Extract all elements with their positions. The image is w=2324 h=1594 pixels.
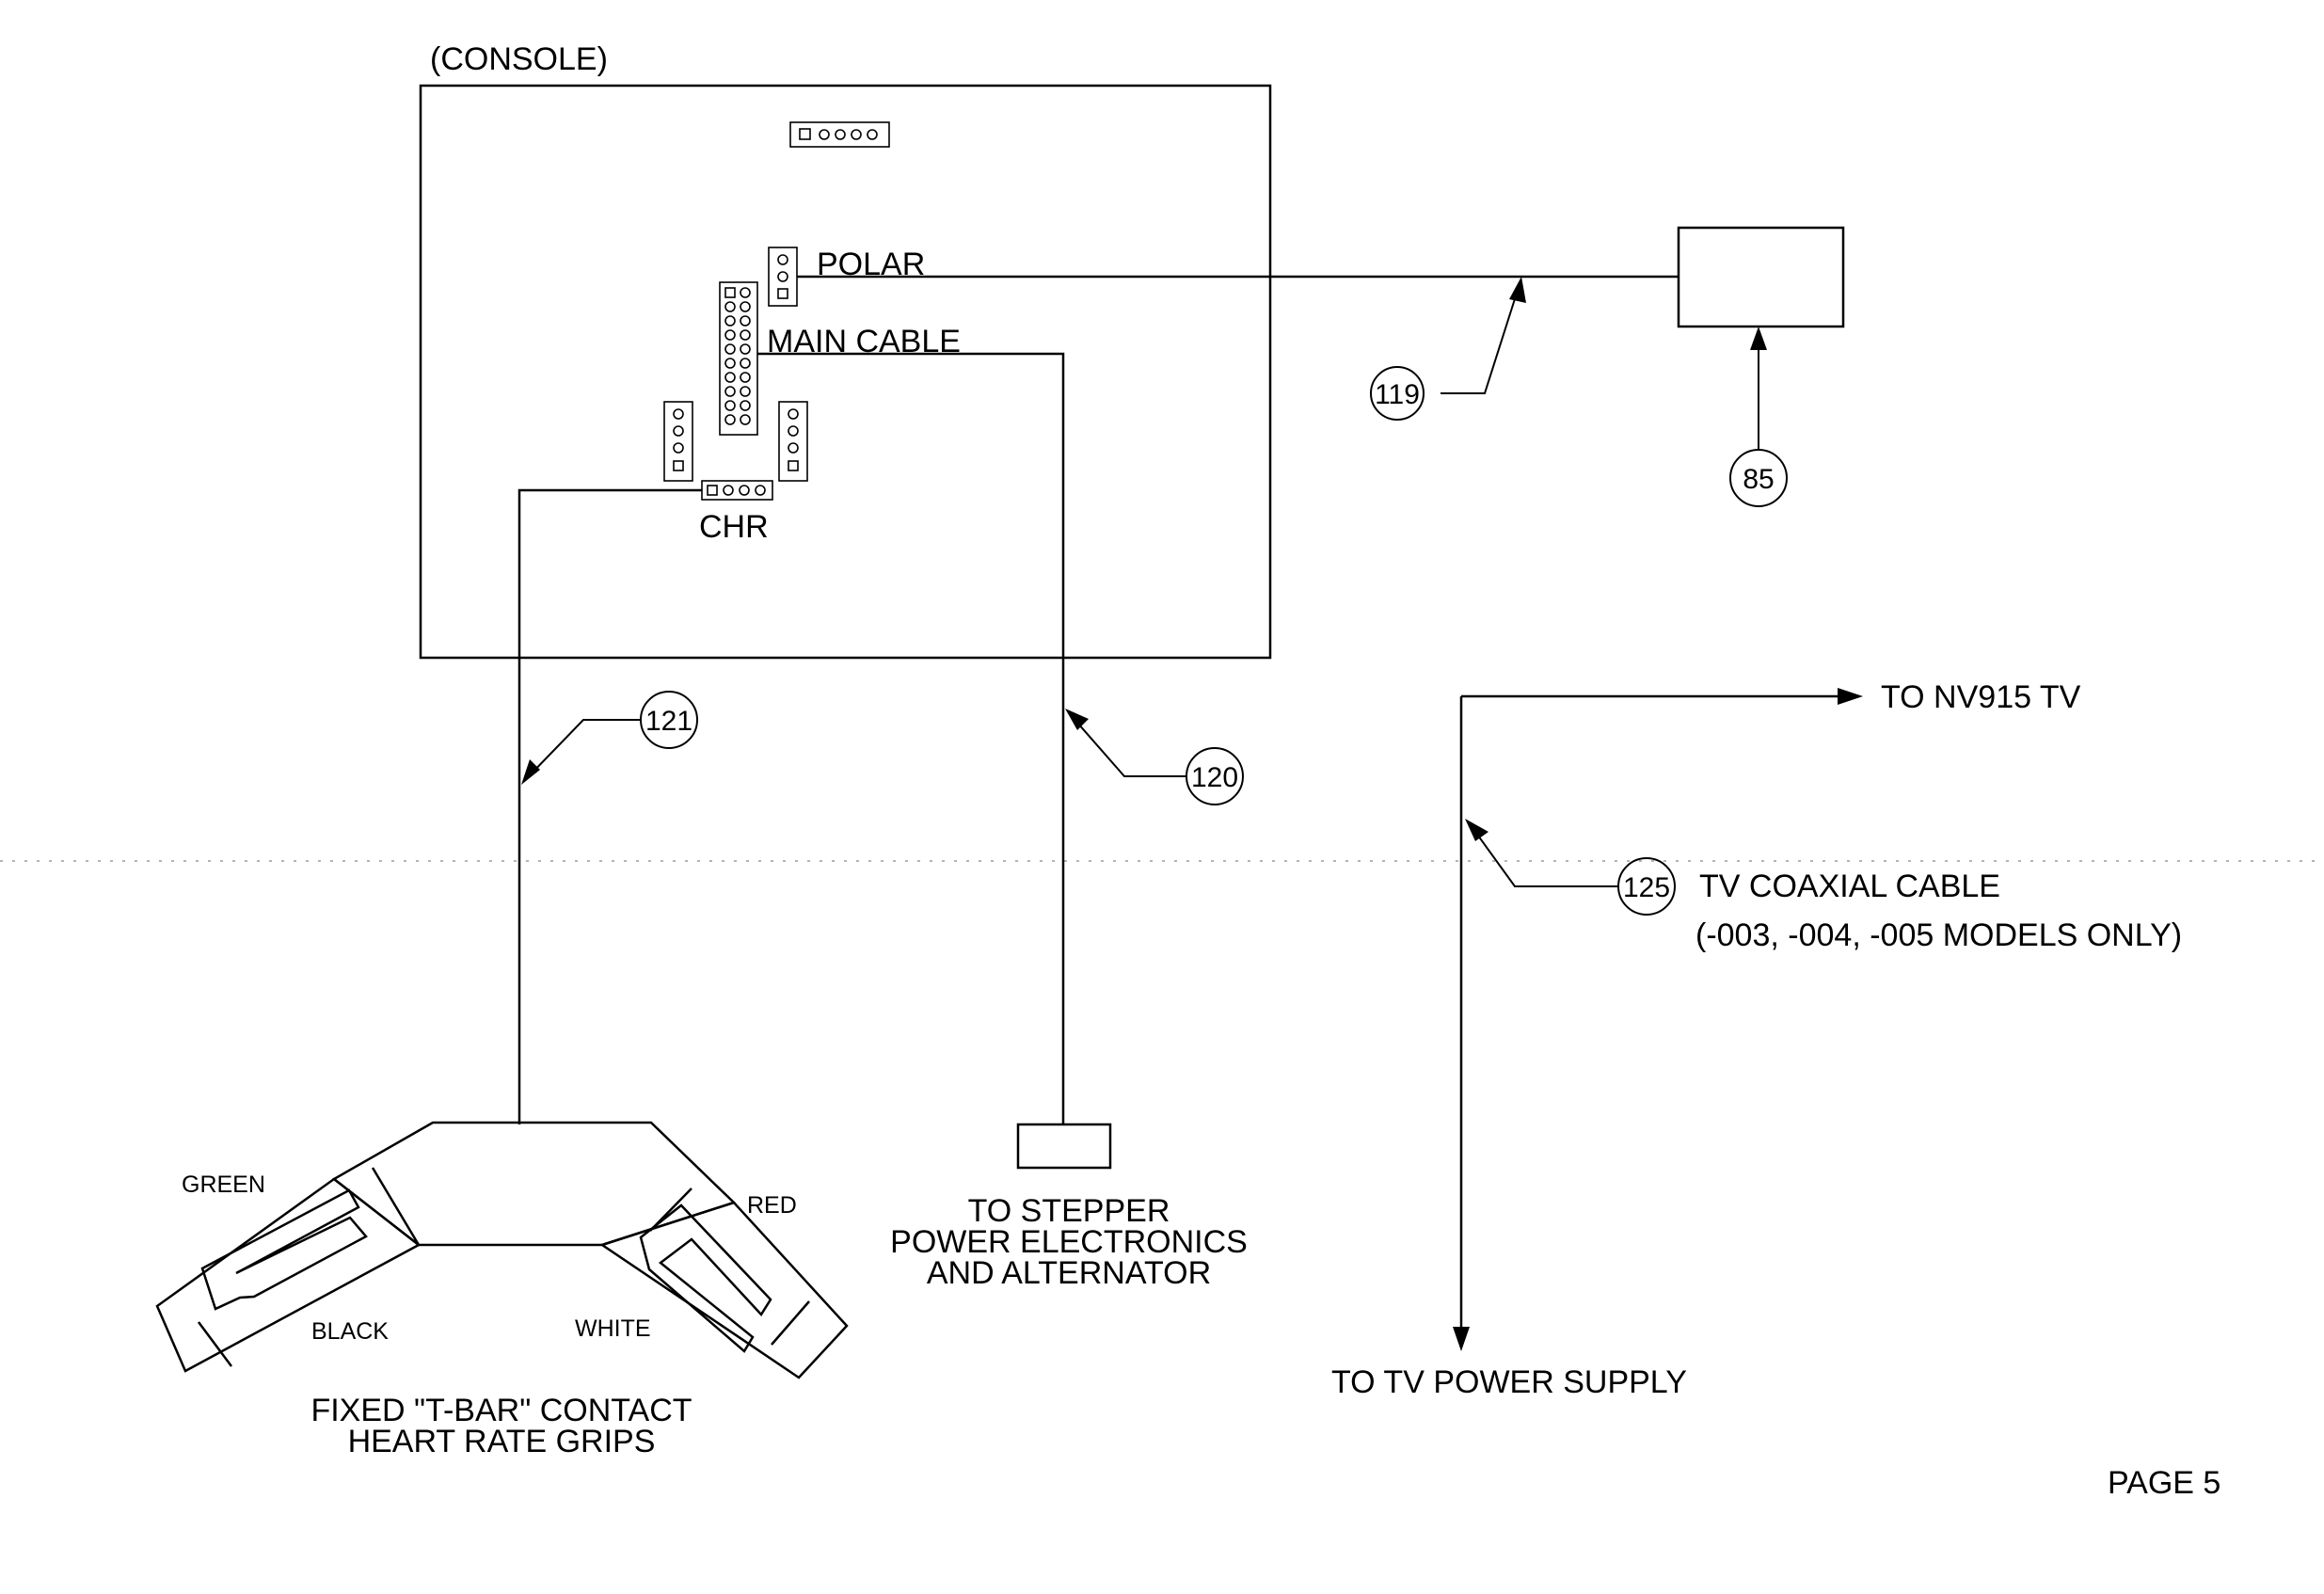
main-cable-pin bbox=[724, 315, 736, 327]
main-cable-pin bbox=[740, 287, 751, 298]
polar-connector bbox=[768, 247, 798, 307]
svg-text:121: 121 bbox=[645, 706, 692, 737]
main-cable-pin bbox=[740, 329, 751, 341]
top-connector bbox=[789, 121, 890, 148]
main-cable-pin bbox=[724, 329, 736, 341]
main-cable-pin bbox=[724, 372, 736, 383]
main-cable-pin bbox=[724, 358, 736, 369]
main-cable-pin bbox=[724, 400, 736, 411]
main-cable-connector bbox=[719, 281, 758, 436]
chr-wire bbox=[517, 488, 702, 1124]
main-cable-pin bbox=[724, 386, 736, 397]
main-cable-pin bbox=[740, 343, 751, 355]
console-label: (CONSOLE) bbox=[430, 41, 608, 77]
stepper-label-line1: TO STEPPER bbox=[968, 1193, 1170, 1229]
left-small-connector bbox=[663, 401, 693, 482]
console-box bbox=[419, 84, 1272, 660]
tv-coaxial-cable bbox=[1453, 688, 1863, 1351]
grip-label-red: RED bbox=[747, 1192, 797, 1219]
stepper-connector-box bbox=[1016, 1123, 1112, 1170]
main-cable-pin bbox=[740, 315, 751, 327]
callout-125: 125 bbox=[1465, 819, 1676, 916]
grip-label-green: GREEN bbox=[182, 1172, 265, 1198]
svg-text:119: 119 bbox=[1375, 379, 1420, 410]
page-number: PAGE 5 bbox=[2108, 1465, 2221, 1501]
svg-text:125: 125 bbox=[1623, 872, 1670, 903]
grips-label-line2: HEART RATE GRIPS bbox=[348, 1424, 656, 1459]
models-only-label: (-003, -004, -005 MODELS ONLY) bbox=[1695, 917, 2182, 953]
svg-text:120: 120 bbox=[1191, 762, 1238, 793]
callout-119: 119 bbox=[1370, 277, 1526, 421]
right-small-connector bbox=[778, 401, 808, 482]
grip-label-black: BLACK bbox=[311, 1318, 389, 1345]
main-cable-pin bbox=[724, 301, 736, 312]
main-cable-pin bbox=[740, 414, 751, 425]
callout-120: 120 bbox=[1065, 709, 1244, 805]
main-cable-pin bbox=[724, 287, 736, 298]
tv-coaxial-label: TV COAXIAL CABLE bbox=[1699, 869, 2000, 904]
grip-label-white: WHITE bbox=[575, 1315, 651, 1342]
main-cable-pin bbox=[740, 386, 751, 397]
chr-connector bbox=[701, 480, 773, 501]
main-cable-pin bbox=[740, 372, 751, 383]
to-nv915-tv-label: TO NV915 TV bbox=[1881, 679, 2081, 715]
callout-85: 85 bbox=[1729, 327, 1788, 507]
grips-label-line1: FIXED "T-BAR" CONTACT bbox=[310, 1393, 692, 1428]
stepper-label-line2: POWER ELECTRONICS bbox=[890, 1224, 1248, 1260]
main-cable-pin bbox=[740, 358, 751, 369]
chr-label: CHR bbox=[699, 509, 769, 545]
tv-power-supply-label: TO TV POWER SUPPLY bbox=[1331, 1364, 1687, 1400]
main-cable-pin bbox=[740, 301, 751, 312]
main-cable-pin bbox=[724, 414, 736, 425]
main-cable-pin bbox=[740, 400, 751, 411]
callout-121: 121 bbox=[521, 691, 698, 785]
polar-receiver-box bbox=[1677, 226, 1845, 328]
svg-text:85: 85 bbox=[1743, 464, 1774, 495]
stepper-label-line3: AND ALTERNATOR bbox=[927, 1255, 1211, 1291]
t-bar-grips bbox=[155, 1121, 849, 1379]
main-cable-pin bbox=[724, 343, 736, 355]
main-cable-wire bbox=[757, 352, 1065, 1124]
